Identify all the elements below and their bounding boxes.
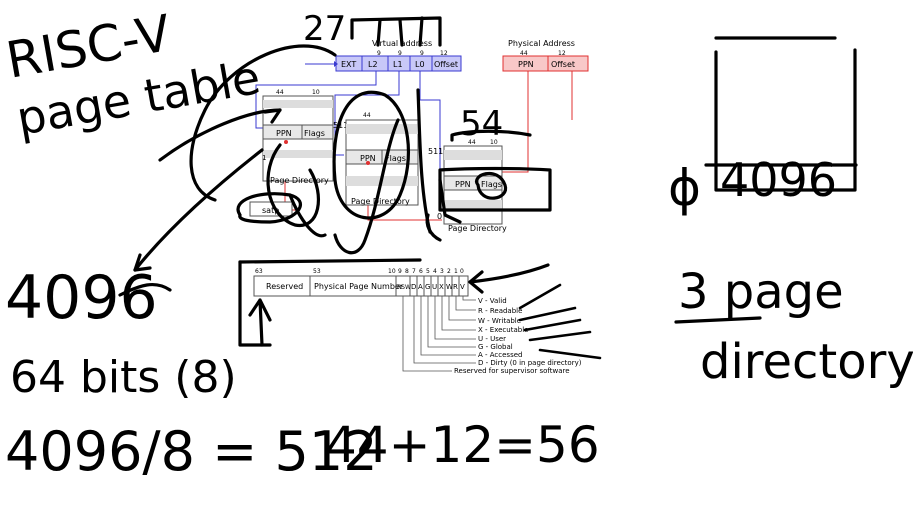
pd1-index-1: 1 bbox=[262, 154, 266, 162]
pte-field-reserved: Reserved bbox=[266, 282, 303, 291]
pd3-index-511: 511 bbox=[428, 147, 443, 156]
pte-bit-3: 3 bbox=[440, 268, 444, 275]
pd3-col-ppn: PPN bbox=[455, 180, 471, 189]
pte-bit-63: 63 bbox=[255, 268, 263, 275]
physical-address-bar bbox=[502, 55, 589, 72]
hw-4096-div-8: 4096/8 = 512 bbox=[5, 420, 378, 483]
pte-field-g: G bbox=[425, 283, 430, 291]
pte-bit-5: 5 bbox=[426, 268, 430, 275]
pte-field-ppn: Physical Page Number bbox=[314, 282, 404, 291]
hw-4096: 4096 bbox=[5, 263, 158, 333]
pte-field-u: U bbox=[432, 283, 437, 291]
pd2-col-flags: Flags bbox=[385, 154, 406, 163]
pte-bit-4: 4 bbox=[433, 268, 437, 275]
va-bit-l1: 9 bbox=[398, 50, 402, 57]
pte-legend-d: D - Dirty (0 in page directory) bbox=[478, 359, 582, 367]
pte-legend-rsw: Reserved for supervisor software bbox=[454, 367, 570, 375]
hw-27: 27 bbox=[303, 9, 346, 49]
pa-field-ppn: PPN bbox=[518, 60, 534, 69]
pte-bit-6: 6 bbox=[419, 268, 423, 275]
hw-box-4096: 4096 bbox=[720, 153, 837, 207]
va-bit-l2: 9 bbox=[377, 50, 381, 57]
pd3-index-0: 0 bbox=[437, 212, 442, 221]
va-field-l0: L0 bbox=[415, 60, 425, 69]
pd3-bit-ppn: 44 bbox=[468, 139, 476, 146]
satp-label: satp bbox=[262, 206, 279, 215]
pte-field-a: A bbox=[418, 283, 423, 291]
pte-layout: 63 53 10 9 8 7 6 5 4 3 2 1 0 Reserved bbox=[253, 268, 582, 375]
pte-legend-x: X - Executable bbox=[478, 326, 528, 334]
handwritten-strokes bbox=[118, 16, 858, 360]
pd1-col-flags: Flags bbox=[304, 129, 325, 138]
pte-bit-2: 2 bbox=[447, 268, 451, 275]
hw-64bits: 64 bits (8) bbox=[10, 352, 237, 403]
va-bit-offset: 12 bbox=[440, 50, 448, 57]
va-field-l2: L2 bbox=[368, 60, 378, 69]
pte-legend-r: R - Readable bbox=[478, 307, 522, 315]
pte-field-v: V bbox=[460, 283, 465, 291]
hw-54: 54 bbox=[460, 104, 503, 144]
hw-3-page: 3 page bbox=[678, 264, 844, 320]
pte-bit-9: 9 bbox=[398, 268, 402, 275]
pte-bit-0: 0 bbox=[460, 268, 464, 275]
hw-44-plus-12: 44+12=56 bbox=[325, 416, 600, 474]
pte-bit-8: 8 bbox=[405, 268, 409, 275]
handwritten-annotations: RISC-V page table 4096 64 bits (8) 4096/… bbox=[2, 4, 913, 483]
pa-bit-offset: 12 bbox=[558, 50, 566, 57]
hw-phi: ϕ bbox=[668, 159, 701, 217]
pd3-label: Page Directory bbox=[448, 224, 507, 233]
pte-legend-a: A - Accessed bbox=[478, 351, 522, 359]
pd2-label: Page Directory bbox=[351, 197, 410, 206]
pa-bit-ppn: 44 bbox=[520, 50, 528, 57]
pte-legend-v: V - Valid bbox=[478, 297, 507, 305]
pd3-col-flags: Flags bbox=[481, 180, 502, 189]
hw-directory: directory bbox=[700, 334, 913, 390]
pte-bit-1: 1 bbox=[454, 268, 458, 275]
va-field-offset: Offset bbox=[434, 60, 458, 69]
pa-field-offset: Offset bbox=[551, 60, 575, 69]
pte-field-w: W bbox=[446, 283, 453, 291]
va-field-l1: L1 bbox=[393, 60, 403, 69]
pte-field-d: D bbox=[411, 283, 416, 291]
pte-legend-u: U - User bbox=[478, 335, 506, 343]
pte-bit-7: 7 bbox=[412, 268, 416, 275]
pte-field-x: X bbox=[439, 283, 444, 291]
pd2-col-ppn: PPN bbox=[360, 154, 376, 163]
physical-address-title: Physical Address bbox=[508, 39, 575, 48]
page-directory-1: 44 10 PPN Flags 1 Page Directory bbox=[262, 89, 334, 185]
pd1-bit-ppn: 44 bbox=[276, 89, 284, 96]
pd2-bit-ppn: 44 bbox=[363, 112, 371, 119]
pd2-index-511: 511 bbox=[333, 121, 348, 130]
pd3-bit-flags: 10 bbox=[490, 139, 498, 146]
va-bit-l0: 9 bbox=[420, 50, 424, 57]
pte-field-rsw: RSW bbox=[397, 284, 411, 291]
pte-field-r: R bbox=[453, 283, 458, 291]
pte-legend-w: W - Writable bbox=[478, 317, 521, 325]
pd1-label: Page Directory bbox=[270, 176, 329, 185]
pte-bit-53: 53 bbox=[313, 268, 321, 275]
pd1-col-ppn: PPN bbox=[276, 129, 292, 138]
va-field-ext: EXT bbox=[341, 60, 356, 69]
pd1-bit-flags: 10 bbox=[312, 89, 320, 96]
pte-legend-g: G - Global bbox=[478, 343, 513, 351]
pte-bit-10: 10 bbox=[388, 268, 396, 275]
